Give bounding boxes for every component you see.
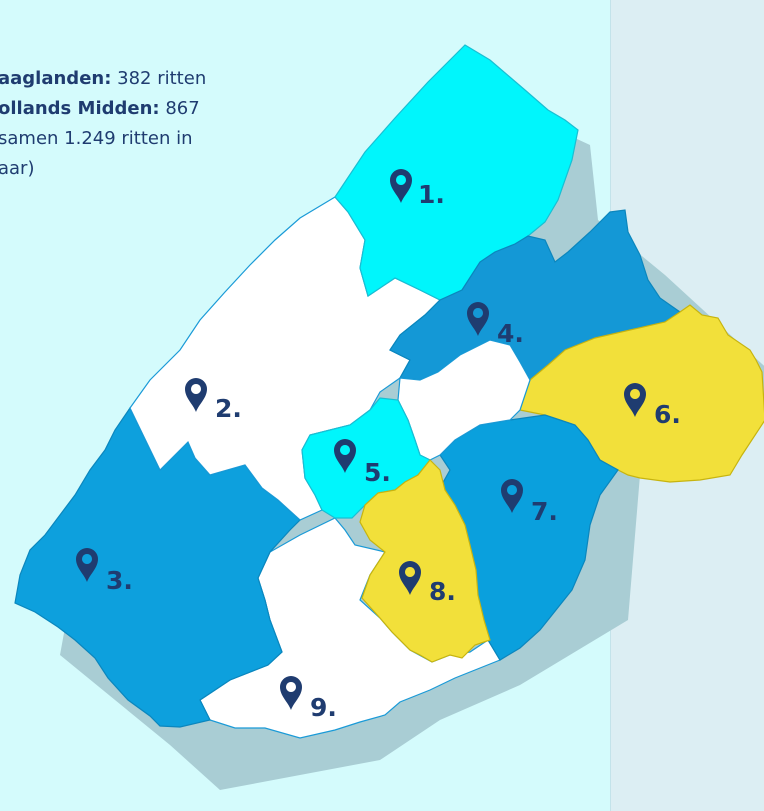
map-marker-9[interactable]: 9. — [280, 676, 337, 722]
region-label-3: 3. — [106, 566, 133, 595]
region-label-5: 5. — [364, 458, 391, 487]
map-marker-5[interactable]: 5. — [334, 439, 391, 487]
region-label-8: 8. — [429, 577, 456, 606]
map-marker-6[interactable]: 6. — [624, 383, 681, 429]
region-label-1: 1. — [418, 180, 445, 209]
region-label-2: 2. — [215, 394, 242, 423]
region-label-4: 4. — [497, 319, 524, 348]
region-label-6: 6. — [654, 400, 681, 429]
map-marker-4[interactable]: 4. — [467, 302, 524, 348]
region-8[interactable] — [359, 459, 491, 663]
map-marker-8[interactable]: 8. — [399, 561, 456, 606]
region-label-9: 9. — [310, 693, 337, 722]
map-marker-7[interactable]: 7. — [501, 479, 558, 526]
ride-stats-text: aaglanden: 382 ritten ollands Midden: 86… — [0, 64, 288, 184]
map-marker-3[interactable]: 3. — [76, 548, 133, 595]
stats-line-2: ollands Midden: 867 — [0, 98, 200, 119]
map-marker-1[interactable]: 1. — [390, 169, 445, 209]
stats-line-1: aaglanden: 382 ritten — [0, 68, 207, 89]
map-marker-2[interactable]: 2. — [185, 378, 242, 423]
stats-line-3: samen 1.249 ritten in — [0, 128, 193, 149]
stats-line-4: aar) — [0, 158, 35, 179]
region-label-7: 7. — [531, 497, 558, 526]
region-1[interactable] — [334, 44, 579, 301]
